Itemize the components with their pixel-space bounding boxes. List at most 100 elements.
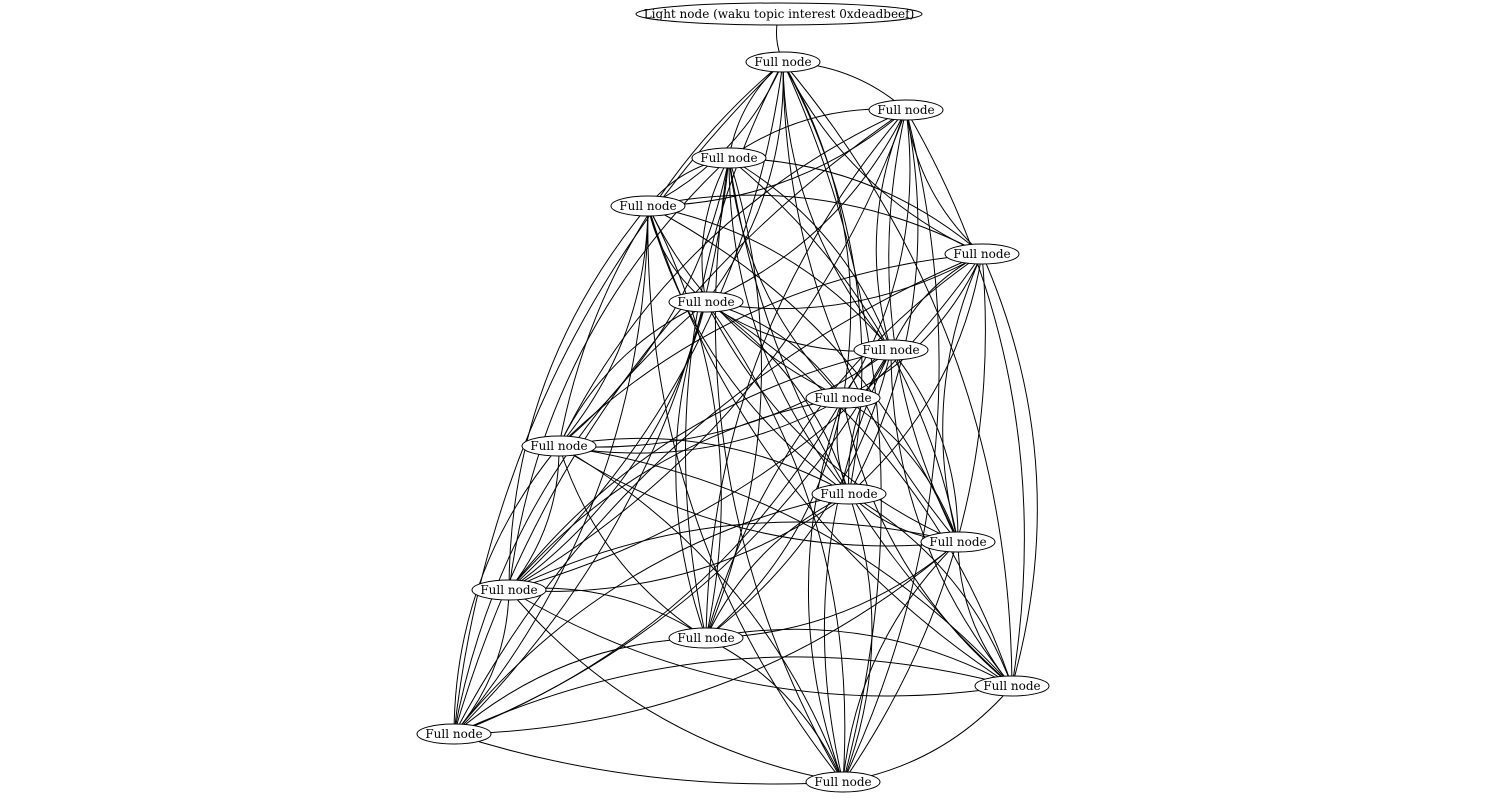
edge-h-p (453, 397, 844, 735)
node-layer: Light node (waku topic interest 0xdeadbe… (416, 2, 1050, 793)
node-ellipse (691, 147, 767, 169)
edge-e-n (705, 253, 983, 639)
full-node-e: Full node (944, 243, 1020, 265)
full-node-f: Full node (668, 291, 744, 313)
node-ellipse (974, 675, 1050, 697)
edge-b-o (905, 109, 1025, 687)
edge-i-p (453, 445, 560, 735)
edge-f-i (558, 301, 707, 447)
edge-e-q (842, 253, 986, 783)
edge-m-o (508, 589, 1013, 697)
light-node-l: Light node (waku topic interest 0xdeadbe… (635, 2, 923, 26)
edge-layer (453, 13, 1038, 785)
edge-d-m (508, 205, 649, 591)
edge-e-o (981, 253, 1038, 687)
edge-b-j (848, 109, 919, 495)
edge-i-j (558, 437, 850, 495)
edge-j-n (705, 493, 850, 639)
edge-m-p (453, 589, 510, 735)
edge-j-q (842, 493, 873, 783)
edge-e-p (453, 253, 983, 735)
full-node-k: Full node (920, 531, 996, 553)
node-ellipse (610, 195, 686, 217)
edge-f-k (705, 301, 959, 543)
node-ellipse (868, 99, 944, 121)
edge-i-o (558, 445, 1013, 687)
edge-g-q (823, 349, 892, 783)
node-ellipse (920, 531, 996, 553)
full-node-b: Full node (868, 99, 944, 121)
node-label: Full node (953, 247, 1010, 261)
node-label: Full node (814, 775, 871, 789)
node-label: Full node (983, 679, 1040, 693)
edge-h-o (842, 397, 1013, 687)
full-node-c: Full node (691, 147, 767, 169)
edge-c-n (705, 157, 762, 639)
node-ellipse (745, 51, 821, 73)
full-node-a: Full node (745, 51, 821, 73)
edge-c-j (728, 157, 850, 495)
edge-e-f (705, 253, 983, 310)
node-label: Full node (480, 583, 537, 597)
edge-o-q (842, 685, 1013, 783)
edge-a-e (782, 61, 983, 255)
node-ellipse (811, 483, 887, 505)
edge-c-f (701, 157, 730, 303)
edge-h-n (705, 397, 844, 639)
edge-b-h (842, 109, 911, 399)
edge-a-p (453, 61, 784, 735)
edge-i-k (558, 445, 959, 547)
edge-d-j (647, 205, 850, 495)
full-node-m: Full node (471, 579, 547, 601)
edge-c-e (728, 157, 983, 255)
edge-g-j (848, 349, 892, 495)
node-ellipse (416, 723, 492, 745)
edge-g-m (508, 349, 892, 591)
edge-c-o (728, 157, 1013, 687)
edge-b-q (842, 109, 940, 783)
edge-d-e (647, 194, 983, 255)
full-node-i: Full node (521, 435, 597, 457)
node-label: Full node (677, 631, 734, 645)
edge-g-k (890, 349, 959, 543)
edge-k-m (508, 521, 959, 591)
node-ellipse (471, 579, 547, 601)
edge-k-q (842, 541, 959, 783)
edge-e-m (508, 253, 983, 591)
edge-h-i (558, 397, 844, 454)
edge-e-i (558, 253, 983, 447)
edge-j-p (453, 493, 850, 735)
edge-e-h (842, 253, 983, 399)
node-label: Full node (700, 151, 757, 165)
full-node-j: Full node (811, 483, 887, 505)
full-node-h: Full node (805, 387, 881, 409)
node-label: Full node (530, 439, 587, 453)
node-ellipse (853, 339, 929, 361)
edge-b-k (888, 109, 959, 543)
edge-h-q (808, 397, 844, 783)
edge-a-k (782, 61, 959, 543)
edge-d-o (647, 205, 1013, 687)
edge-g-o (890, 349, 1013, 687)
edge-e-g (890, 253, 983, 351)
edge-c-q (714, 157, 844, 783)
node-ellipse (668, 291, 744, 313)
node-ellipse (805, 771, 881, 793)
node-label: Full node (754, 55, 811, 69)
edge-c-m (508, 157, 730, 591)
node-label: Full node (862, 343, 919, 357)
edge-n-q (705, 637, 844, 783)
edge-b-n (705, 109, 907, 639)
node-label: Full node (425, 727, 482, 741)
edge-i-n (558, 445, 707, 639)
edge-b-m (508, 109, 907, 591)
node-label: Light node (waku topic interest 0xdeadbe… (644, 7, 915, 21)
full-node-g: Full node (853, 339, 929, 361)
edge-m-q (508, 589, 844, 783)
edge-h-m (508, 397, 844, 591)
edge-k-p (453, 541, 959, 735)
edge-j-m (508, 493, 850, 592)
edge-i-m (508, 445, 560, 591)
full-node-p: Full node (416, 723, 492, 745)
